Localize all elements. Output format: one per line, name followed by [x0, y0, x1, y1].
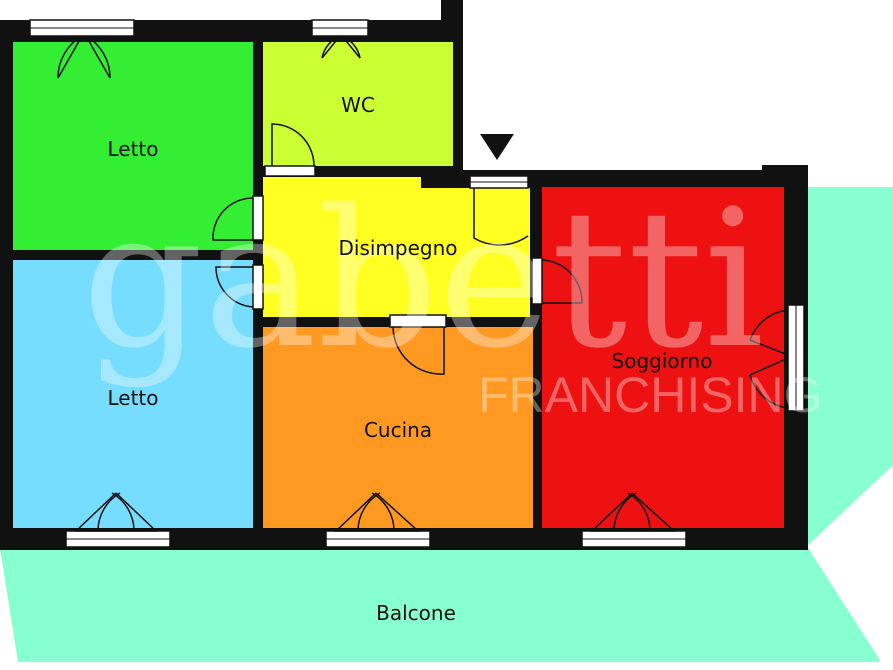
door-swing-letto-bottom-window — [74, 492, 158, 532]
door-frame-soggiorno — [531, 257, 543, 305]
label-balcone: Balcone — [376, 601, 456, 625]
door-swing-entrance — [473, 188, 529, 246]
room-letto-bottom — [13, 260, 253, 528]
door-swing-letto-top — [212, 197, 254, 241]
window-door-cucina — [389, 314, 447, 328]
window-door-wc — [264, 165, 316, 177]
label-letto-bottom: Letto — [107, 386, 158, 410]
door-swing-soggiorno — [541, 259, 583, 304]
door-frame-letto-bottom — [252, 264, 264, 310]
label-cucina: Cucina — [364, 418, 432, 442]
windows — [29, 19, 805, 548]
door-swing-wc-window — [321, 35, 361, 59]
watermark-brand: gabetti — [82, 169, 764, 390]
balcone-bottom — [0, 548, 880, 662]
watermark-sub: FRANCHISING — [478, 367, 822, 423]
room-letto-top — [13, 42, 253, 250]
room-disimpegno — [263, 177, 530, 317]
balcone-right-strip — [808, 187, 893, 545]
label-wc: WC — [341, 93, 375, 117]
wall-corner-tower — [441, 0, 463, 30]
door-swing-cucina-window — [334, 492, 420, 532]
room-wc — [263, 42, 453, 166]
door-swing-letto-top-window — [57, 35, 111, 79]
door-frame-letto-top — [252, 195, 264, 241]
label-disimpegno: Disimpegno — [338, 236, 457, 260]
watermark: gabetti FRANCHISING — [82, 169, 822, 423]
door-swing-cucina — [392, 326, 445, 375]
door-swing-wc — [271, 123, 315, 167]
label-soggiorno: Soggiorno — [612, 349, 713, 373]
door-swing-letto-bottom — [215, 266, 254, 308]
door-swing-soggiorno-side — [749, 309, 789, 409]
room-soggiorno — [542, 187, 784, 528]
door-swings — [57, 35, 789, 532]
window-mullions — [30, 27, 797, 540]
label-letto-top: Letto — [107, 137, 158, 161]
entrance-arrow-icon — [480, 134, 514, 160]
room-cucina — [263, 327, 533, 528]
door-swing-soggiorno-window — [590, 492, 676, 532]
